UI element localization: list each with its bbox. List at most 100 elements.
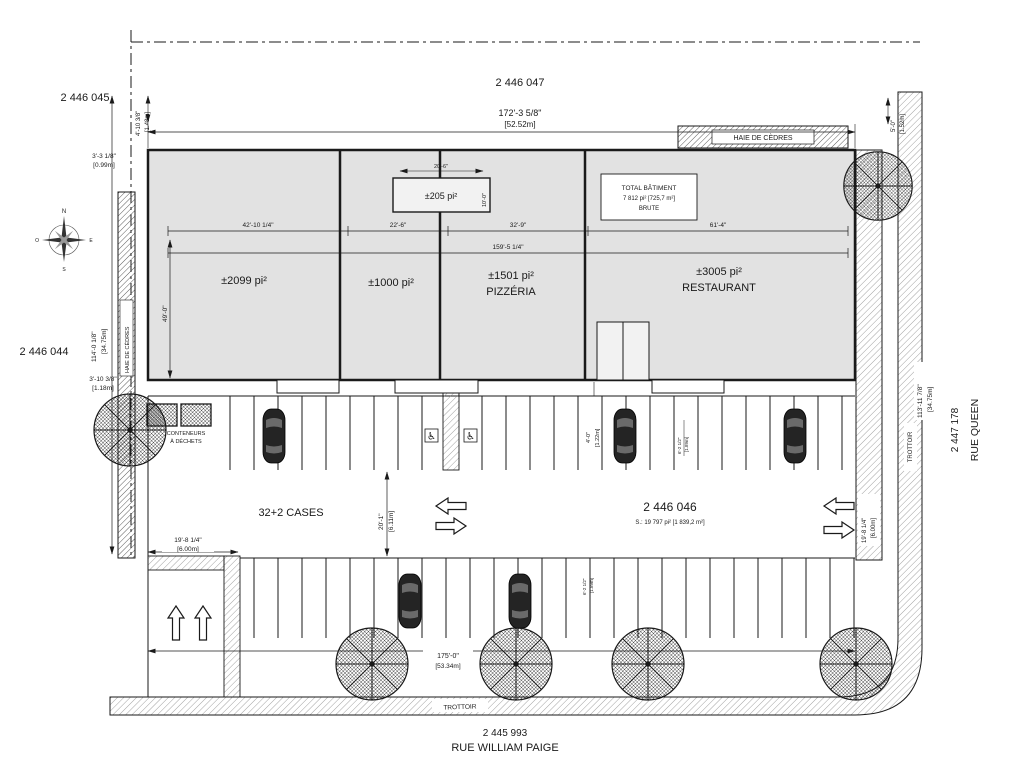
total-building-area: 7 812 pi² [725,7 m²] [623, 196, 675, 202]
lot-label-left: 2 446 044 [20, 346, 69, 358]
dim-walkway-m: [1.22m] [595, 428, 601, 447]
dim-label-bg [162, 534, 214, 552]
dim-depth: 49'-0" [162, 239, 173, 379]
tree [93, 393, 167, 467]
handicap-access-aisle [442, 381, 460, 471]
unit4-area-label: ±3005 pi² [696, 266, 742, 278]
lot-label-right: 2 447 178 [950, 407, 961, 452]
dim-mezz-d: 10'-0" [482, 193, 488, 207]
dim-setback-ne-ft: 5'-0" [891, 120, 897, 132]
arrow-left-icon [435, 497, 467, 515]
dim-entry-east: 19'-8 1/4" [6.00m] [858, 494, 880, 546]
parking-count-label: 32+2 CASES [258, 507, 323, 519]
dim-small-ft: 6'-2 1/2" [582, 578, 587, 595]
compass-south-label: S [62, 267, 66, 273]
dim-label-bg [858, 494, 880, 546]
label-bg [432, 699, 488, 712]
sidewalk-right-label: TROTTOIR [908, 431, 914, 462]
walkway-vertical [223, 555, 241, 698]
parked-cars [262, 408, 807, 629]
dim-front-m: [52.52m] [504, 120, 535, 129]
dim-units-total-w: 159'-5 1/4" [492, 244, 524, 251]
entry-vestibule [651, 379, 725, 394]
handicap-sign-box [463, 428, 478, 443]
lot-label-top-left: 2 446 045 [61, 92, 110, 104]
tree [335, 627, 409, 701]
dim-side-e-m: [34.75m] [927, 387, 934, 412]
dim-side-w-ft: 114'-0 1/8" [91, 331, 98, 362]
dim-setback-nw: 4'-10 3/8" [1.48m] [136, 95, 151, 136]
building [146, 148, 857, 394]
waste-label-line1: CONTENEURS [167, 431, 206, 437]
lot-label-bottom: 2 445 993 [483, 728, 528, 739]
car [783, 408, 807, 464]
unit1-area-label: ±2099 pi² [221, 275, 267, 287]
unit4-name-label: RESTAURANT [682, 282, 756, 294]
arrow-up-icon [167, 605, 185, 641]
dim-unit4-w: 61'-4" [710, 222, 727, 229]
dim-unit2-w: 22'-6" [390, 222, 407, 229]
arrow-up-icon [194, 605, 212, 641]
entry-vestibule [276, 379, 340, 394]
label-bg [904, 423, 917, 471]
dim-setback-nw-m: [1.48m] [145, 112, 151, 132]
tree [611, 627, 685, 701]
street-right-label: RUE QUEEN [969, 399, 981, 461]
handicap-spaces: ♿ ♿ [424, 428, 478, 443]
dim-unit1-w: 42'-10 1/4" [242, 222, 274, 229]
dim-small-ft: 6'-2 1/2" [677, 437, 682, 454]
compass-east-label: E [89, 238, 93, 244]
sidewalk-bottom-label: TROTTOIR [443, 703, 477, 711]
southwest-walkway [147, 555, 241, 698]
lot-label-top: 2 446 047 [496, 77, 545, 89]
dim-front: 172'-3 5/8" [52.52m] [147, 108, 856, 148]
compass-west-label: O [35, 238, 39, 244]
total-building-box [600, 173, 698, 221]
dim-offset-w2-ft: 3'-10 3/8" [89, 376, 117, 383]
lot-parking-area: S.: 19 797 pi² [1 839,2 m²] [635, 520, 705, 526]
parking-stall-lines-north [229, 396, 843, 470]
dim-offsets-west: 3'-3 1/8" [0.99m] 3'-10 3/8" [1.18m] [89, 153, 117, 392]
compass-north-label: N [62, 209, 66, 215]
dimensions: 172'-3 5/8" [52.52m] 42'-10 1/4" 22'-6" … [89, 95, 938, 671]
entry-vestibule [394, 379, 479, 394]
arrow-right-icon [435, 517, 467, 535]
dim-mezzanine: 20'-6" 10'-0" [399, 164, 488, 207]
dim-small-m: [1.89m] [589, 578, 594, 593]
handicap-sign-box [424, 428, 439, 443]
street-bottom-label: RUE WILLIAM PAIGE [451, 742, 558, 754]
dim-entry-w-ft: 19'-8 1/4" [174, 537, 202, 544]
handicap-icon: ♿ [466, 432, 475, 443]
dim-side-w-m: [34.75m] [101, 329, 108, 354]
dim-setback-nw-ft: 4'-10 3/8" [136, 111, 142, 136]
building-labels: ±2099 pi² ±1000 pi² ±1501 pi² PIZZÉRIA ±… [221, 183, 756, 298]
dim-small: 6'-2 1/2" [1.89m] 6'-2 1/2" [1.89m] [582, 420, 689, 596]
dim-offset-w2-m: [1.18m] [92, 385, 114, 392]
dim-entry-e-ft: 19'-8 1/4" [862, 518, 868, 543]
dim-ticks [167, 226, 849, 236]
dim-lot-south: 175'-0" [53.34m] [147, 648, 856, 671]
cedar-hedge-left: HAIE DE CÈDRES [117, 191, 136, 559]
dim-offset-w1-m: [0.99m] [93, 162, 115, 169]
mezzanine-area-label: ±205 pi² [425, 191, 457, 201]
dim-aisle: 20'-1" [6.11m] [378, 471, 395, 557]
lot-street-labels: 2 446 047 2 446 045 2 446 044 2 446 046 … [20, 77, 981, 754]
unit3-area-label: ±1501 pi² [488, 270, 534, 282]
parking-stall-lines-south [253, 558, 855, 638]
hedge-label-box [119, 299, 134, 377]
street-sidewalk [109, 91, 923, 716]
lot-label-parking: 2 446 046 [643, 500, 697, 514]
hedge-top-label: HAIE DE CÈDRES [733, 133, 792, 142]
cedar-hedge-top: HAIE DE CÈDRES [677, 125, 849, 149]
car [508, 573, 532, 629]
mezzanine-box [392, 177, 491, 213]
dim-lot-s-ft: 175'-0" [437, 653, 459, 660]
total-building-note: BRUTE [639, 206, 659, 212]
dim-entry-w-m: [6.00m] [177, 546, 199, 553]
dim-depth-label: 49'-0" [162, 305, 169, 322]
dim-walkway-ft: 4'-0" [586, 432, 592, 443]
car [613, 408, 637, 464]
dim-side-west: 114'-0 1/8" [34.75m] [91, 95, 115, 555]
